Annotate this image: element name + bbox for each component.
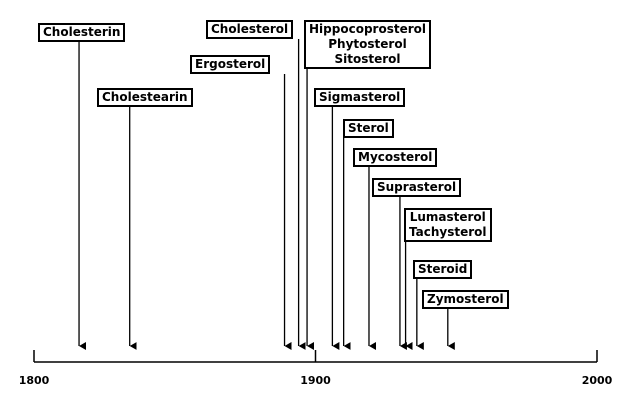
label-mycosterol-line-1: Mycosterol <box>358 150 433 164</box>
label-zymosterol-line-1: Zymosterol <box>427 292 504 306</box>
label-hippocoprosterol-line-1: Hippocoprosterol <box>309 22 426 36</box>
label-cholesterin: Cholesterin <box>38 23 126 42</box>
label-lumasterol-line-2: Tachysterol <box>409 225 487 239</box>
label-cholesterin-line-1: Cholesterin <box>43 25 121 39</box>
tick-label-1900: 1900 <box>300 374 331 387</box>
label-ergosterol: Ergosterol <box>190 55 271 74</box>
label-sigmasterol-line-1: Sigmasterol <box>319 90 401 104</box>
label-cholesterol-line-1: Cholesterol <box>211 22 289 36</box>
label-suprasterol-line-1: Suprasterol <box>377 180 457 194</box>
label-cholestearin: Cholestearin <box>97 88 193 107</box>
label-cholestearin-line-1: Cholestearin <box>102 90 188 104</box>
label-sterol-line-1: Sterol <box>348 121 389 135</box>
label-hippocoprosterol-line-3: Sitosterol <box>334 52 401 66</box>
label-zymosterol: Zymosterol <box>422 290 509 309</box>
label-mycosterol: Mycosterol <box>353 148 438 167</box>
label-ergosterol-line-1: Ergosterol <box>195 57 266 71</box>
label-steroid: Steroid <box>413 260 473 279</box>
label-lumasterol-line-1: Lumasterol <box>409 210 486 224</box>
label-sigmasterol: Sigmasterol <box>314 88 406 107</box>
label-cholesterol: Cholesterol <box>206 20 294 39</box>
tick-label-1800: 1800 <box>18 374 50 387</box>
label-suprasterol: Suprasterol <box>372 178 462 197</box>
tick-label-2000: 2000 <box>581 374 613 387</box>
label-hippocoprosterol-line-2: Phytosterol <box>328 37 407 51</box>
time-axis <box>33 350 598 363</box>
label-steroid-line-1: Steroid <box>418 262 468 276</box>
arrows-layer <box>78 39 455 350</box>
label-sterol: Sterol <box>343 119 394 138</box>
